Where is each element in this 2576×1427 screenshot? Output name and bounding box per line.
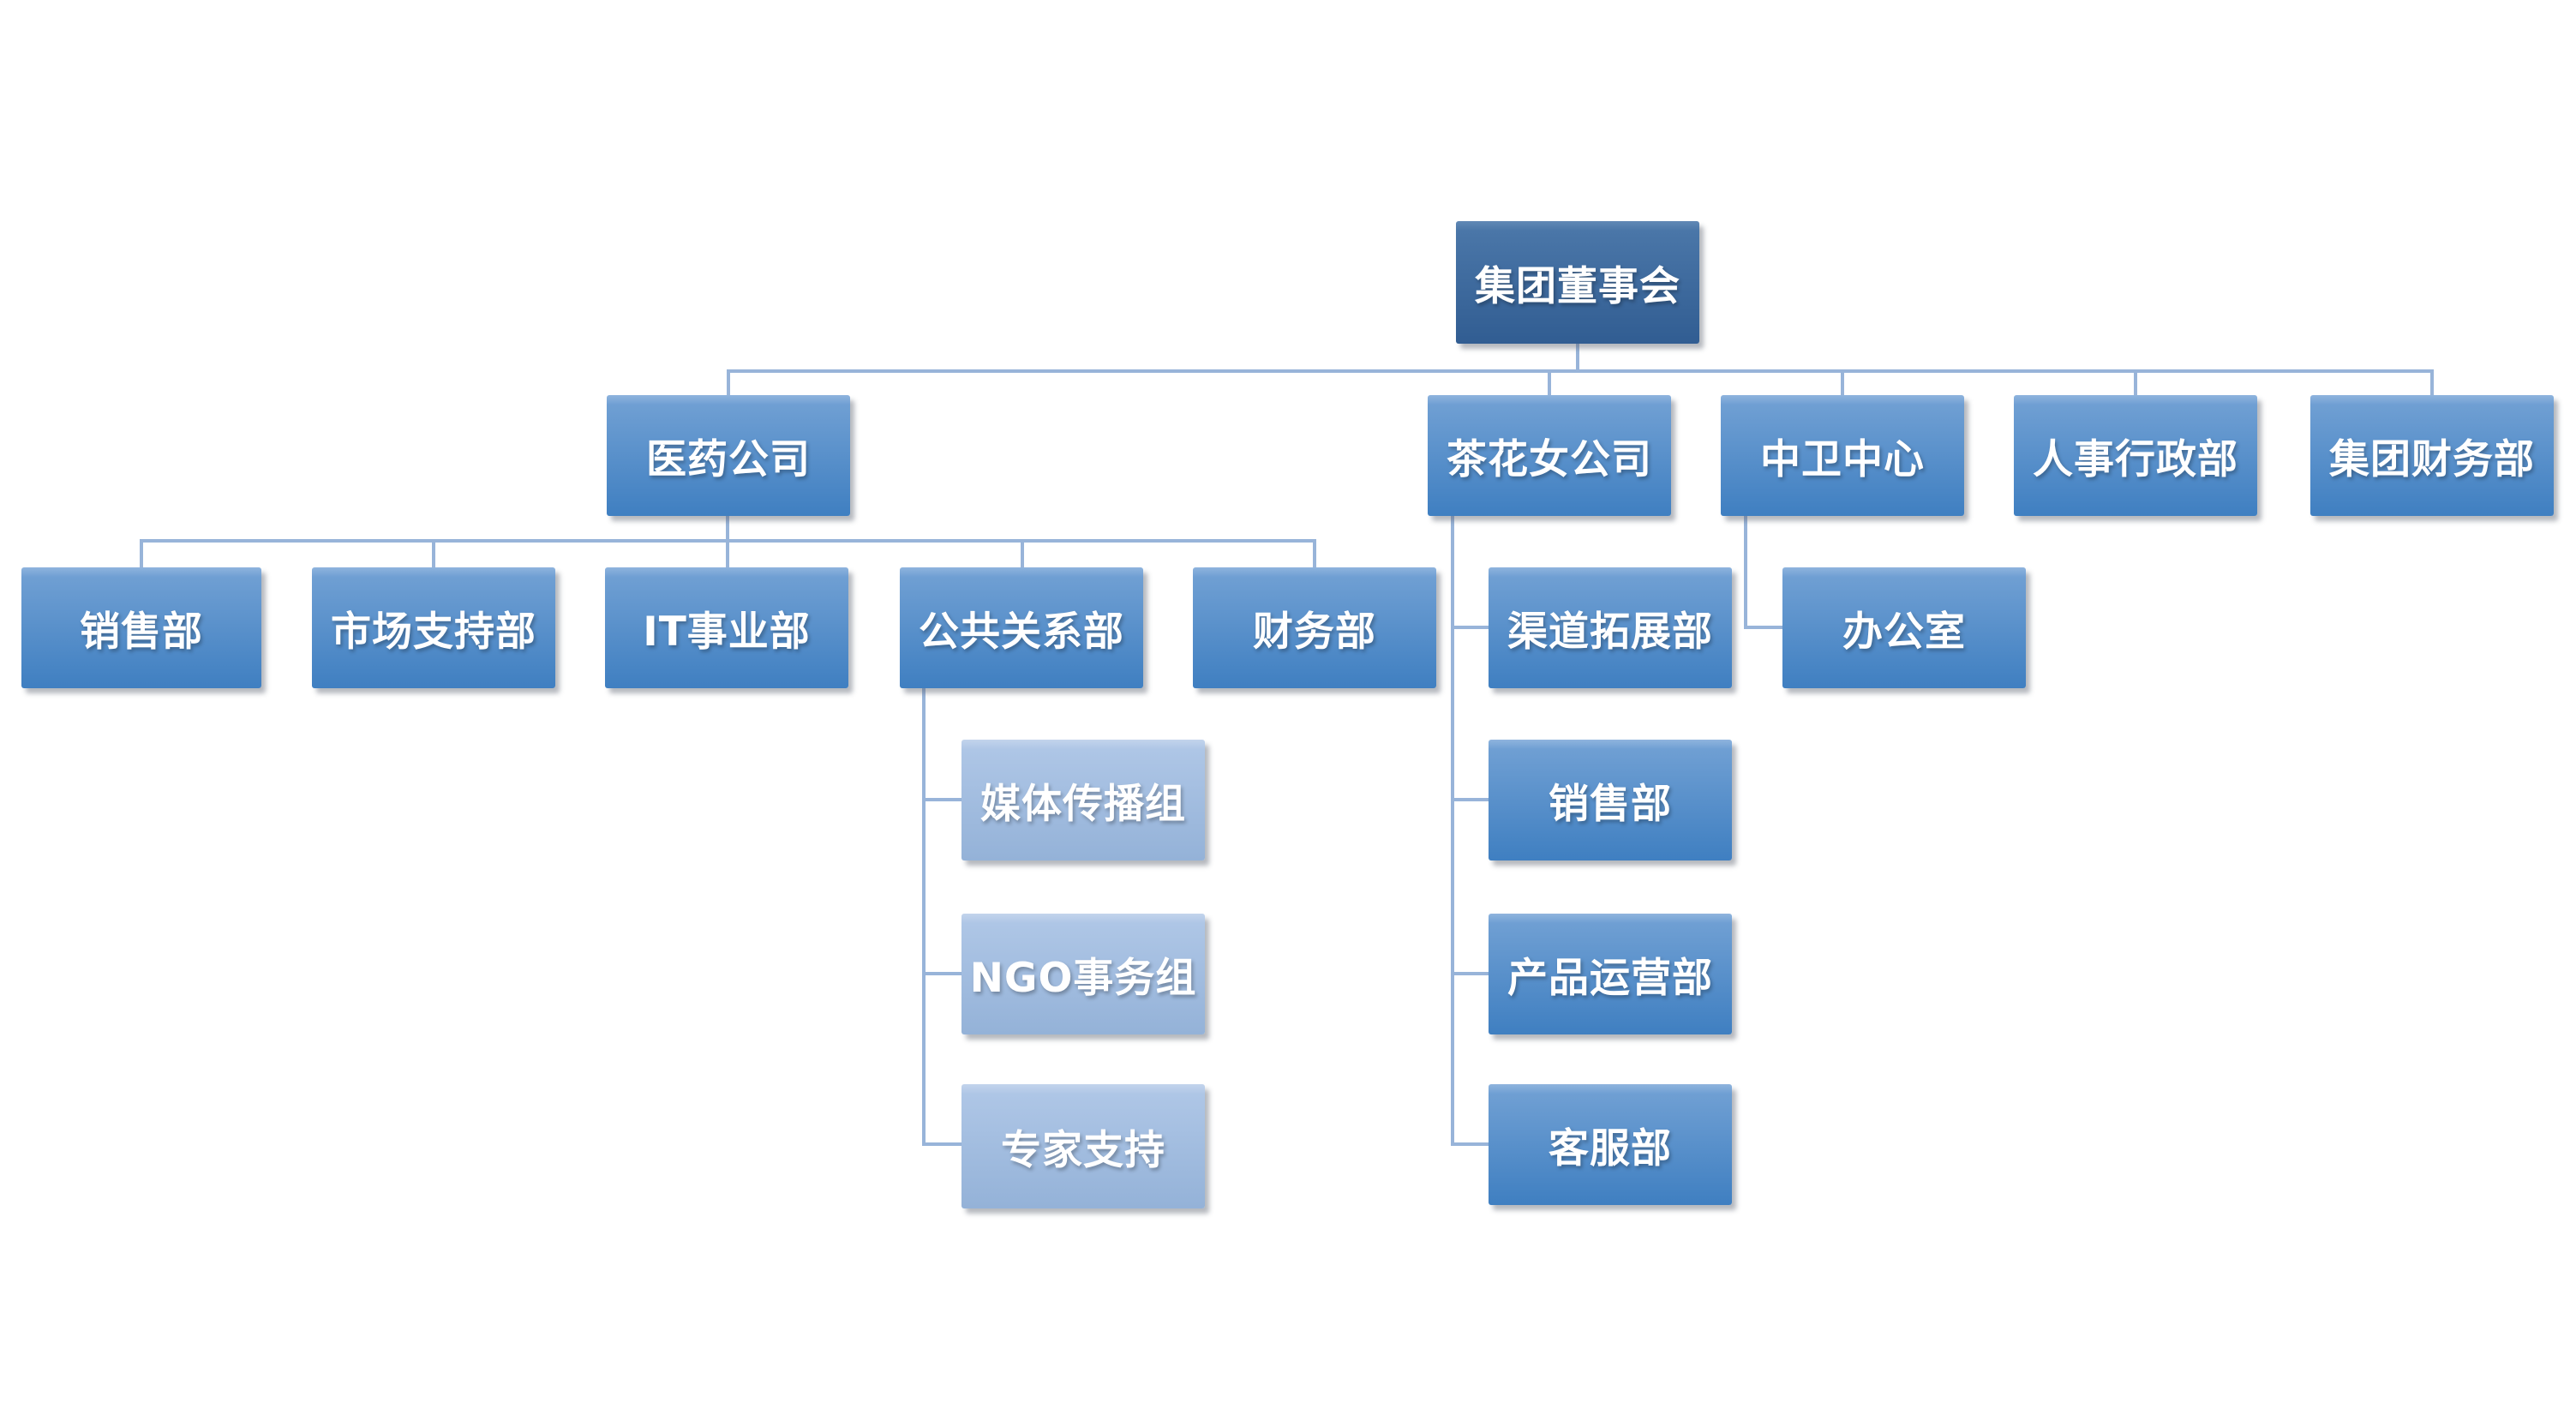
node-sales-dept: 销售部 [21, 567, 261, 688]
node-expert-support: 专家支持 [962, 1084, 1205, 1208]
node-product-ops: 产品运营部 [1489, 914, 1732, 1034]
connector-drop-groupfinance [2430, 369, 2434, 397]
connector-pharma-bus [140, 539, 1316, 543]
node-sales-dept-2: 销售部 [1489, 740, 1732, 860]
connector-drop-finance [1313, 539, 1316, 569]
node-hr-admin-dept: 人事行政部 [2014, 395, 2257, 516]
connector-stub-expert [922, 1142, 963, 1146]
connector-pharma-riser [726, 516, 729, 569]
connector-camellia-trunk [1451, 516, 1454, 1146]
connector-stub-office [1744, 626, 1784, 629]
connector-drop-pharma [727, 369, 730, 397]
connector-stub-ngo [922, 972, 963, 975]
node-it-division: IT事业部 [605, 567, 848, 688]
connector-stub-sales2 [1451, 798, 1490, 801]
connector-drop-marketsupport [432, 539, 435, 569]
connector-drop-pr [1021, 539, 1024, 569]
node-customer-service: 客服部 [1489, 1084, 1732, 1205]
connector-drop-zhongwei [1841, 369, 1844, 397]
node-zhongwei-center: 中卫中心 [1721, 395, 1964, 516]
node-group-finance: 集团财务部 [2310, 395, 2554, 516]
node-ngo-group: NGO事务组 [962, 914, 1205, 1034]
connector-stub-channel [1451, 626, 1490, 629]
connector-drop-sales [140, 539, 143, 569]
connector-top-bus [727, 369, 2434, 373]
connector-stub-media [922, 798, 963, 801]
connector-stub-custservice [1451, 1142, 1490, 1146]
node-channel-dev: 渠道拓展部 [1489, 567, 1732, 688]
node-market-support: 市场支持部 [312, 567, 555, 688]
connector-drop-camellia [1548, 369, 1551, 397]
node-finance-dept: 财务部 [1193, 567, 1436, 688]
connector-stub-productops [1451, 972, 1490, 975]
node-media-group: 媒体传播组 [962, 740, 1205, 860]
node-pharma-company: 医药公司 [607, 395, 850, 516]
node-camellia-company: 茶花女公司 [1428, 395, 1671, 516]
connector-pr-trunk [922, 688, 926, 1146]
connector-root-riser [1576, 342, 1579, 373]
node-group-board: 集团董事会 [1456, 221, 1699, 344]
node-office: 办公室 [1782, 567, 2026, 688]
connector-zhongwei-trunk [1744, 516, 1747, 629]
connector-drop-hr [2134, 369, 2137, 397]
node-public-relations: 公共关系部 [900, 567, 1143, 688]
